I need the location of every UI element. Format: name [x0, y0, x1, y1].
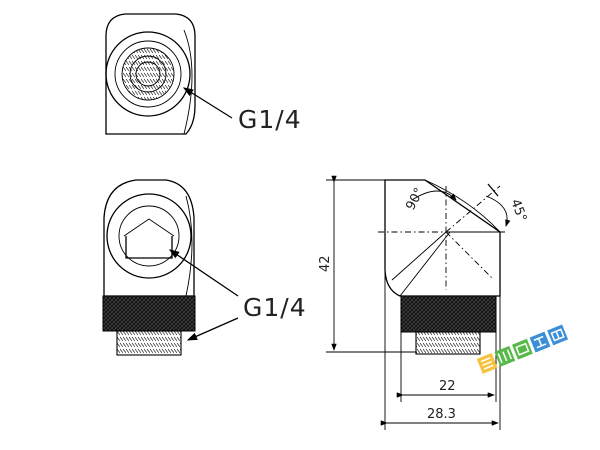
top-view	[105, 13, 233, 135]
front-view	[102, 179, 239, 356]
side-male-thread	[415, 331, 481, 355]
side-view	[378, 179, 511, 355]
top-port-label: G1/4	[238, 105, 302, 134]
front-port-label: G1/4	[243, 293, 307, 322]
watermark-logo	[476, 324, 569, 374]
overall-width-label: 28.3	[427, 407, 456, 422]
angle-45-label: 45°	[507, 197, 529, 224]
height-label: 42	[318, 255, 333, 272]
side-knurled-ring	[400, 295, 497, 333]
knurled-ring	[102, 295, 196, 332]
inner-width-label: 22	[439, 379, 456, 394]
angle-90-label: 90°	[403, 185, 427, 212]
male-thread	[116, 330, 182, 356]
